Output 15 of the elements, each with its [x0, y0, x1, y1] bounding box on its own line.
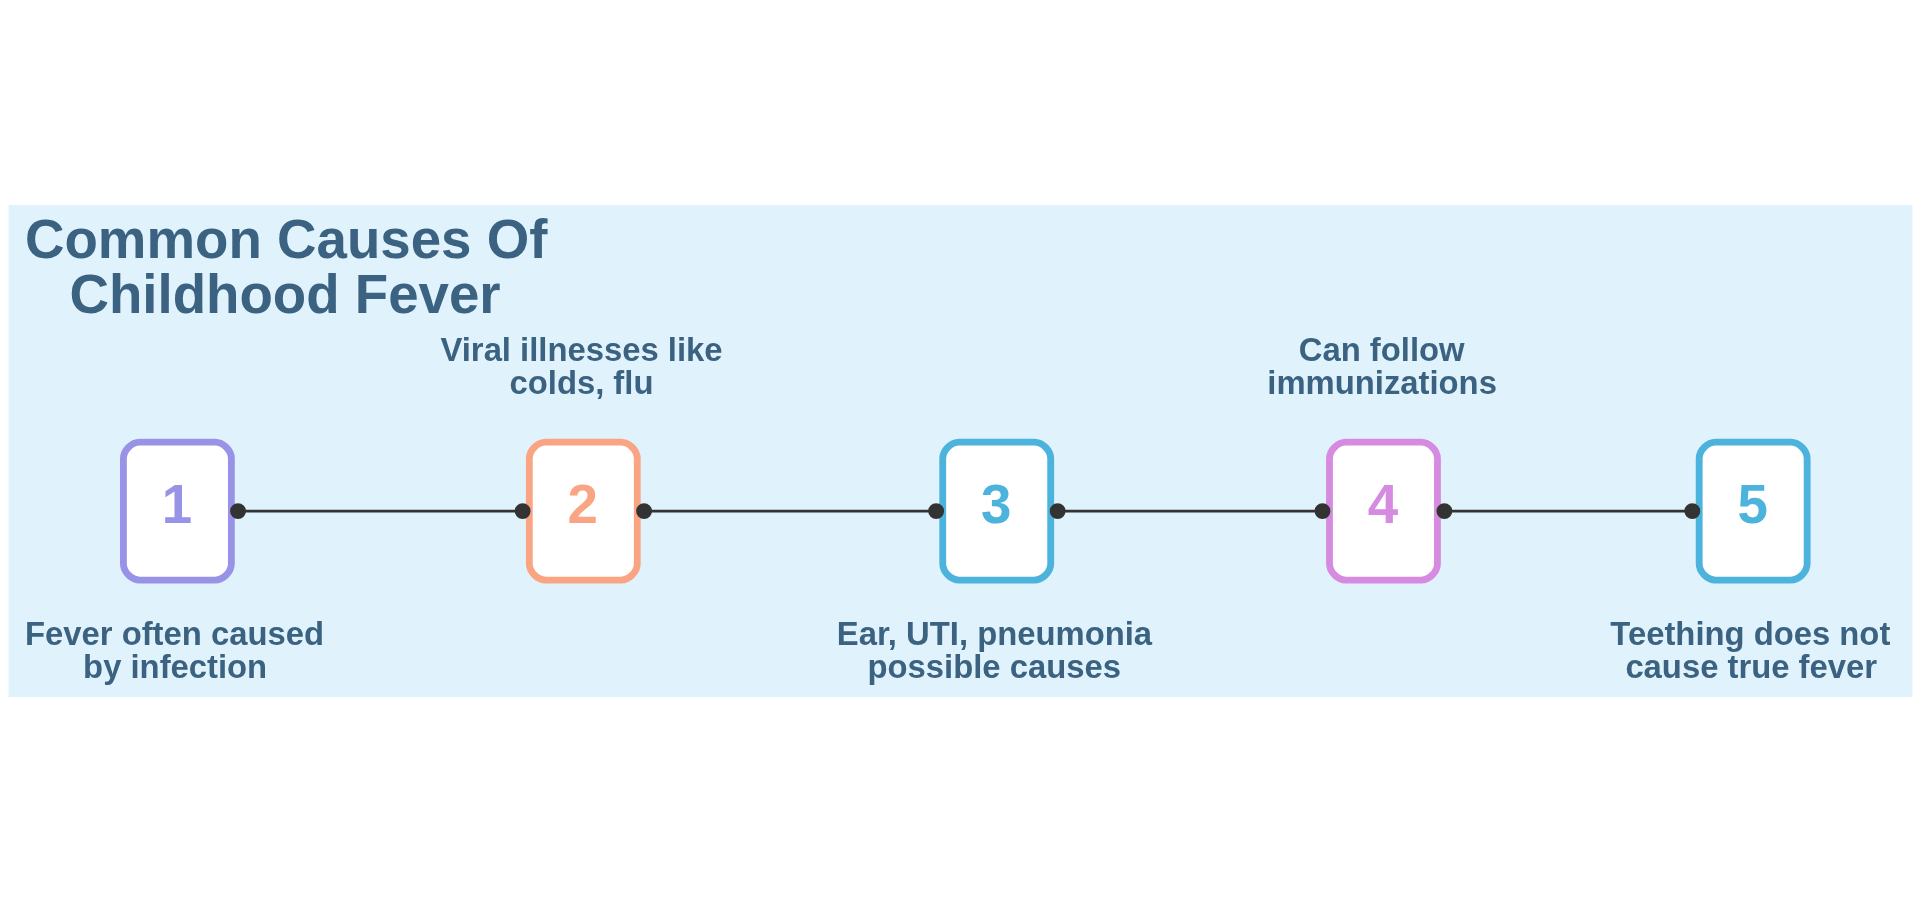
diagram-title: Common Causes Of Childhood Fever: [25, 208, 548, 325]
connector: [636, 502, 945, 519]
connector: [1049, 502, 1331, 519]
node-box: 2: [525, 438, 641, 584]
node-box: 4: [1326, 438, 1441, 584]
node-label: Ear, UTI, pneumonia possible causes: [836, 614, 1153, 685]
connector: [1436, 502, 1701, 519]
connector: [230, 502, 531, 519]
node-label: Viral illnesses like colds, flu: [440, 330, 723, 401]
node-box: 3: [939, 438, 1055, 584]
node-label: Teething does not cause true fever: [1610, 614, 1891, 685]
node-box: 5: [1695, 438, 1811, 584]
node-box: 1: [120, 438, 235, 584]
node-label: Can follow immunizations: [1267, 330, 1497, 401]
node-label: Fever often caused by infection: [25, 614, 324, 685]
